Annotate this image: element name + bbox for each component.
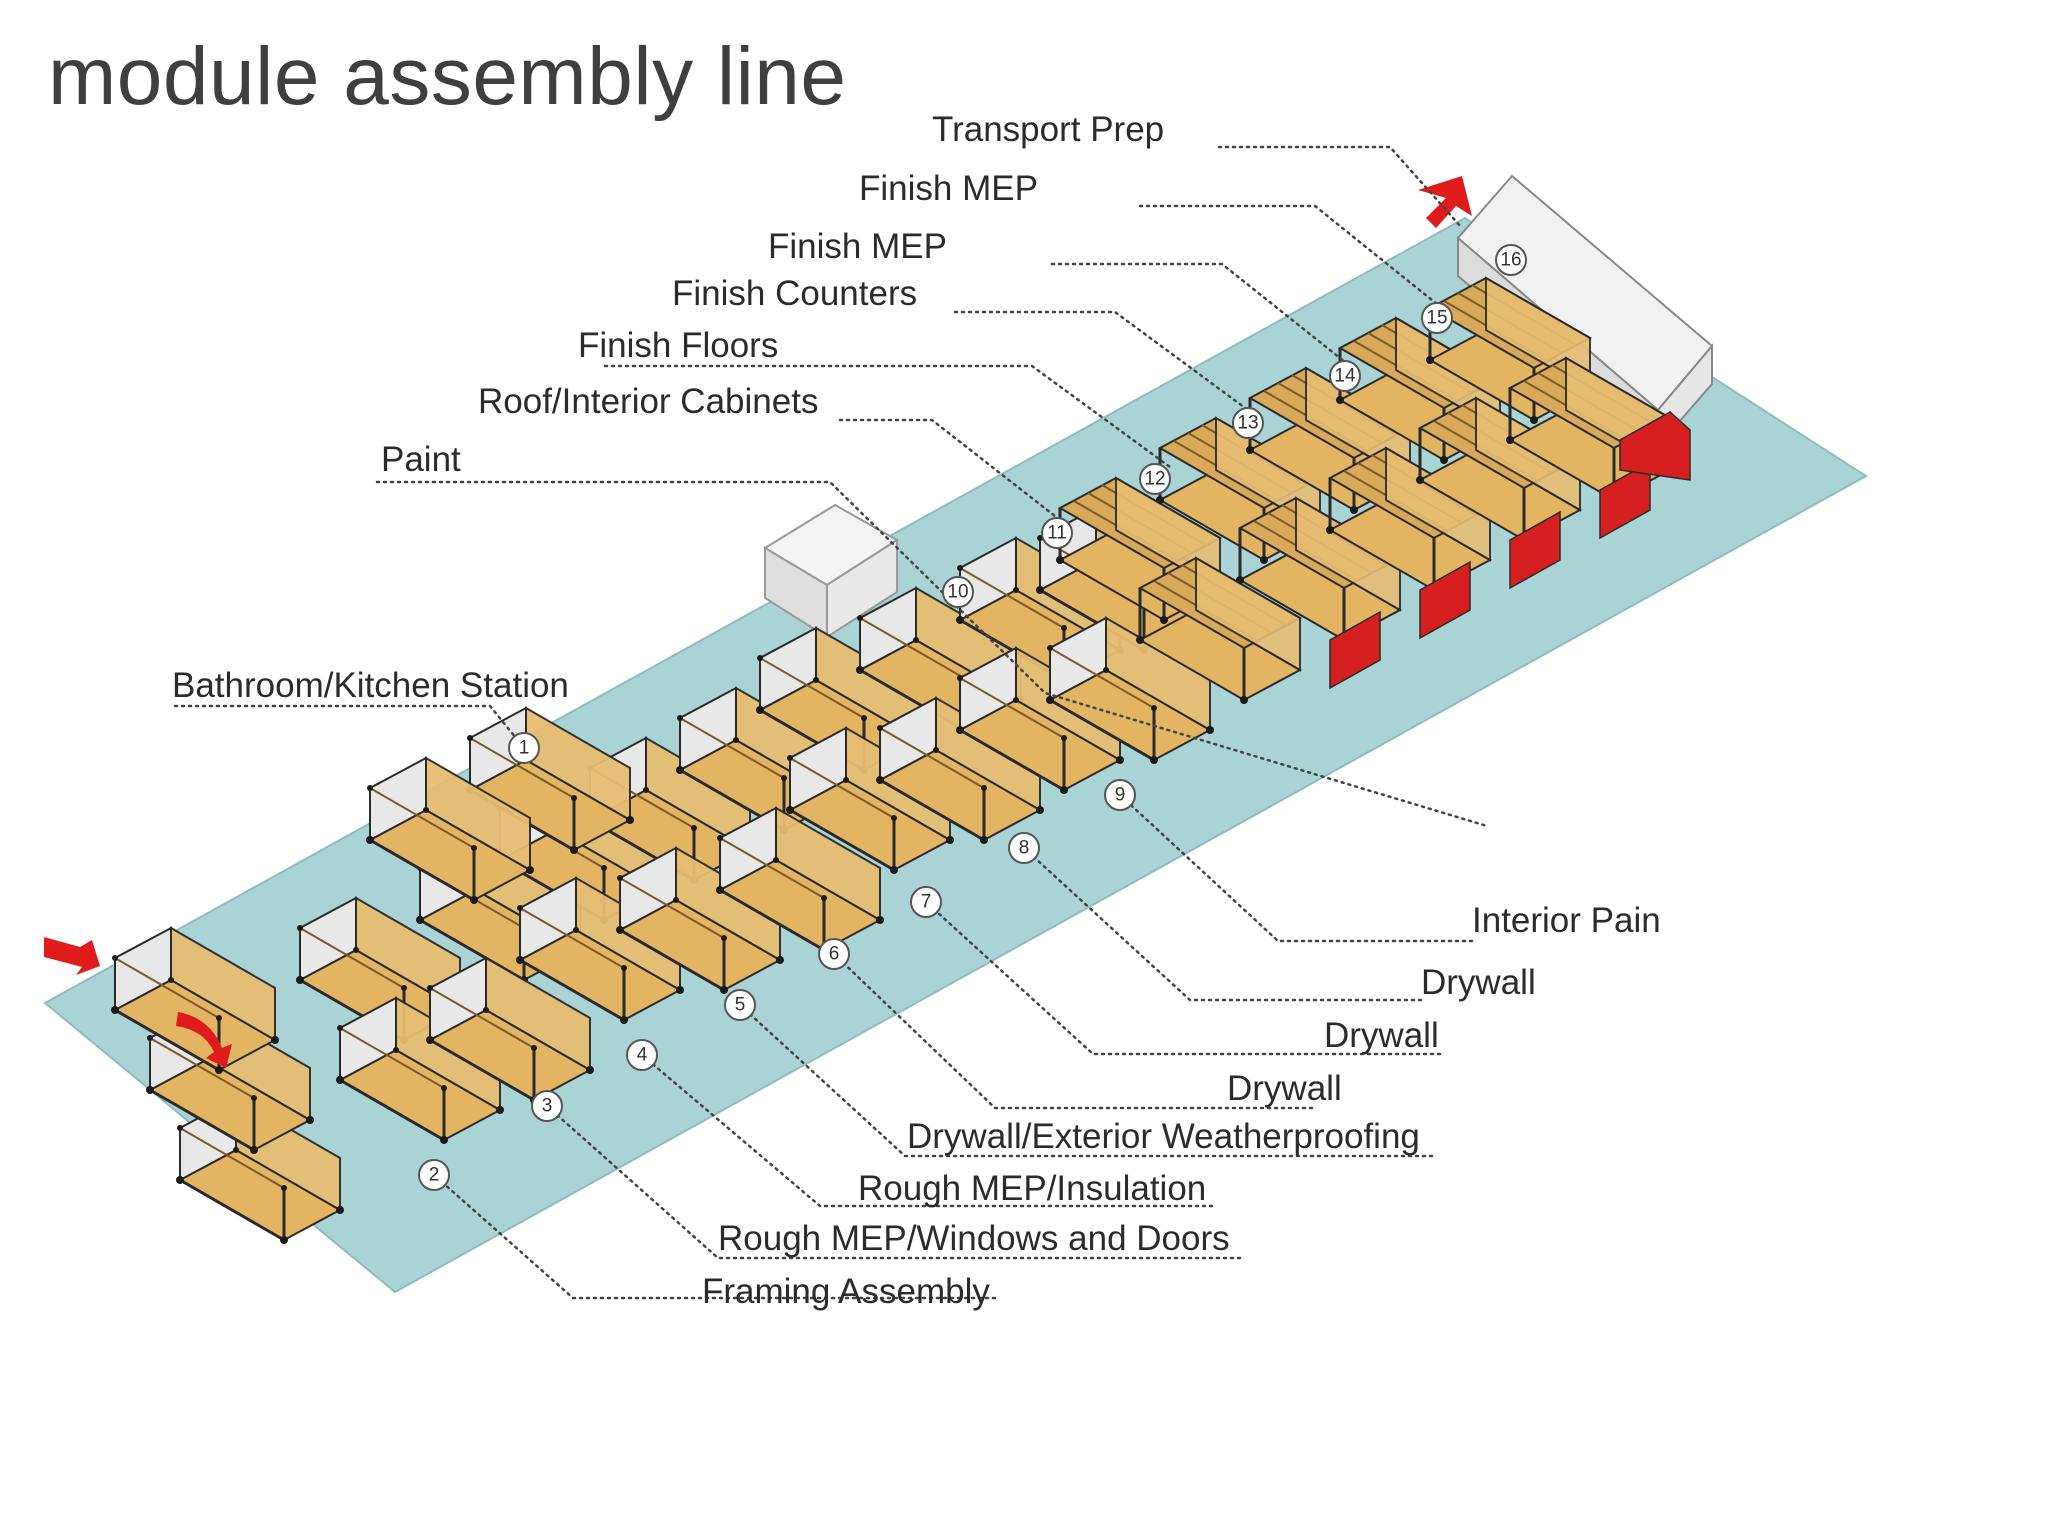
station-badge-13: 13 [1233, 408, 1263, 438]
station-badge-1: 1 [509, 733, 539, 763]
label-station-7: Drywall [1324, 1016, 1439, 1055]
label-station-15: Finish MEP [859, 169, 1038, 208]
label-station-8: Drywall [1421, 963, 1536, 1002]
label-station-3: Rough MEP/Windows and Doors [718, 1219, 1230, 1258]
svg-text:8: 8 [1019, 838, 1030, 859]
svg-text:2: 2 [429, 1165, 440, 1186]
svg-text:13: 13 [1237, 413, 1258, 434]
station-badge-2: 2 [419, 1160, 449, 1190]
svg-text:3: 3 [542, 1096, 553, 1117]
svg-text:4: 4 [637, 1045, 648, 1066]
label-station-4: Rough MEP/Insulation [858, 1169, 1206, 1208]
svg-text:9: 9 [1115, 785, 1126, 806]
station-badge-5: 5 [725, 990, 755, 1020]
svg-text:7: 7 [921, 892, 932, 913]
label-station-16: Transport Prep [932, 110, 1164, 149]
station-badge-8: 8 [1009, 833, 1039, 863]
station-badge-10: 10 [943, 577, 973, 607]
station-badge-6: 6 [819, 939, 849, 969]
svg-text:14: 14 [1334, 366, 1356, 387]
svg-text:10: 10 [947, 582, 968, 603]
module-rows [146, 278, 1670, 1244]
label-station-2: Framing Assembly [702, 1272, 990, 1311]
svg-text:12: 12 [1144, 469, 1165, 490]
station-badge-15: 15 [1422, 303, 1452, 333]
label-station-9: Interior Pain [1472, 901, 1661, 940]
svg-text:15: 15 [1426, 308, 1447, 329]
station-badge-9: 9 [1105, 780, 1135, 810]
station-badge-4: 4 [627, 1040, 657, 1070]
svg-text:11: 11 [1047, 523, 1067, 544]
station-badge-7: 7 [911, 887, 941, 917]
label-station-12: Finish Floors [578, 326, 778, 365]
station-badge-14: 14 [1330, 361, 1360, 391]
label-station-11: Roof/Interior Cabinets [478, 382, 818, 421]
station-badge-12: 12 [1140, 464, 1170, 494]
label-station-14: Finish MEP [768, 227, 947, 266]
station-badge-3: 3 [532, 1091, 562, 1121]
station-badge-11: 11 [1042, 518, 1072, 548]
svg-text:1: 1 [519, 738, 530, 759]
entry-arrow [44, 937, 100, 975]
label-station-10: Paint [381, 440, 461, 479]
svg-text:5: 5 [735, 995, 746, 1016]
svg-text:6: 6 [829, 944, 840, 965]
svg-text:16: 16 [1500, 250, 1521, 271]
label-station-1: Bathroom/Kitchen Station [172, 666, 569, 705]
station-badge-16: 16 [1496, 245, 1526, 275]
label-station-6: Drywall [1227, 1069, 1342, 1108]
label-station-13: Finish Counters [672, 274, 917, 313]
label-station-5: Drywall/Exterior Weatherproofing [907, 1117, 1420, 1156]
